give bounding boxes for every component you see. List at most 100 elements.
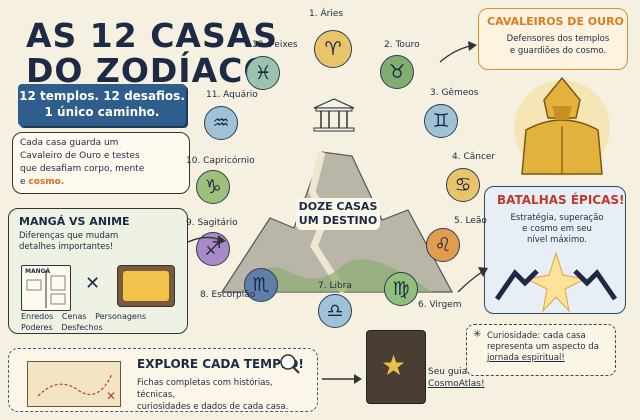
batalhas-body-1: Estratégia, superação <box>510 213 604 223</box>
intro-highlight: cosmo. <box>28 177 65 187</box>
house-label-aries: 1. Áries <box>309 9 344 19</box>
house-label-scorpio: 8. Escorpião <box>200 290 256 300</box>
house-label-capricorn: 10. Capricórnio <box>186 156 255 166</box>
tag-item: Poderes <box>21 323 53 332</box>
house-libra[interactable]: ♎ <box>318 294 352 328</box>
curiosidade-line-3: jornada espiritual! <box>487 353 565 363</box>
house-label-aquarius: 11. Aquário <box>206 90 258 100</box>
tag-item: Enredos <box>21 312 54 321</box>
pisces-icon: ♓ <box>254 62 272 84</box>
map-illustration: ✕ <box>27 361 121 407</box>
house-label-pisces: 12. Peixes <box>252 40 298 50</box>
house-label-cancer: 4. Câncer <box>452 152 496 162</box>
book-pages-icon <box>26 270 66 308</box>
page-title: As 12 casas do Zodíaco <box>26 18 278 88</box>
cancer-icon: ♋ <box>454 174 472 196</box>
libra-icon: ♎ <box>326 300 344 322</box>
house-taurus[interactable]: ♉ <box>380 55 414 89</box>
subtitle-ribbon: 12 templos. 12 desafios. 1 único caminho… <box>18 84 186 126</box>
house-label-virgo: 6. Virgem <box>418 300 462 310</box>
taurus-icon: ♉ <box>388 61 406 83</box>
aries-icon: ♈ <box>324 38 342 60</box>
center-caption: Doze casas um destino <box>296 198 380 230</box>
explore-panel[interactable]: ✕ Explore cada templo! Fichas completas … <box>8 348 318 412</box>
house-pisces[interactable]: ♓ <box>246 56 280 90</box>
manga-book-illustration: MANGÁ <box>21 265 71 311</box>
intro-box: Cada casa guarda um Cavaleiro de Ouro e … <box>12 132 190 194</box>
intro-line-4: e cosmo. <box>20 176 182 189</box>
svg-text:✕: ✕ <box>106 389 116 403</box>
manga-anime-title: Mangá vs Anime <box>19 215 130 228</box>
aquarius-icon: ♒ <box>212 112 230 134</box>
house-aquarius[interactable]: ♒ <box>204 106 238 140</box>
manga-book-label: MANGÁ <box>25 268 51 275</box>
arrow-to-batalhas-icon <box>457 267 488 293</box>
house-label-taurus: 2. Touro <box>384 40 420 50</box>
explore-body: Fichas completas com histórias, técnicas… <box>137 377 307 413</box>
intro-line-2: Cavaleiro de Ouro e testes <box>20 151 140 161</box>
capricorn-icon: ♑ <box>204 176 222 198</box>
intro-line-4-text: e <box>20 177 26 187</box>
house-virgo[interactable]: ♍ <box>384 272 418 306</box>
center-line-1: Doze casas <box>298 200 378 213</box>
star-icon: ★ <box>381 349 407 382</box>
arrow-to-cavaleiros-icon <box>439 41 477 63</box>
summit-temple-icon <box>313 98 355 132</box>
batalhas-body: Estratégia, superação e cosmo em seu nív… <box>495 213 619 246</box>
cosmoatlas-book[interactable]: ★ <box>366 330 426 404</box>
battle-clash-illustration <box>494 251 618 313</box>
tag-item: Personagens <box>95 312 147 321</box>
intro-line-1: Cada casa guarda um <box>20 138 119 148</box>
curiosidade-line-1: Curiosidade: cada casa <box>487 331 586 341</box>
guide-line-2: CosmoAtlas! <box>428 379 485 389</box>
batalhas-body-3: nível máximo. <box>527 235 587 245</box>
cavaleiros-body: Defensores dos templos e guardiões do co… <box>497 33 619 57</box>
manga-anime-tags: Enredos Cenas Personagens Poderes Desfec… <box>21 311 181 333</box>
arrow-to-sagittarius-icon <box>187 235 226 245</box>
cavaleiros-body-2: e guardiões do cosmo. <box>509 46 607 56</box>
curiosidade-box: ✳ Curiosidade: cada casa representa um a… <box>466 324 616 376</box>
cavaleiros-heading: Cavaleiros de Ouro <box>487 15 624 28</box>
tv-screen <box>123 271 169 301</box>
versus-x-icon: ✕ <box>85 273 101 294</box>
manga-anime-subtitle: Diferenças que mudam detalhes importante… <box>19 231 129 253</box>
treasure-map-icon: ✕ <box>37 373 116 403</box>
cavaleiros-body-1: Defensores dos templos <box>506 34 610 44</box>
manga-anime-sub-1: Diferenças que mudam <box>19 231 119 241</box>
explore-heading: Explore cada templo! <box>137 357 304 371</box>
gold-knight-illustration <box>514 76 610 176</box>
title-line-2: do Zodíaco <box>26 51 273 90</box>
house-label-libra: 7. Libra <box>318 281 352 291</box>
house-aries[interactable]: ♈ <box>314 30 352 68</box>
virgo-icon: ♍ <box>392 278 410 300</box>
house-scorpio[interactable]: ♏ <box>244 268 278 302</box>
guide-line-1: Seu guia no <box>428 367 482 377</box>
house-leo[interactable]: ♌ <box>426 228 460 262</box>
curiosidade-text: Curiosidade: cada casa representa um asp… <box>487 331 611 364</box>
house-cancer[interactable]: ♋ <box>446 168 480 202</box>
ribbon-line-2: 1 único caminho. <box>44 105 160 119</box>
sparkle-icon: ✳ <box>473 329 482 340</box>
batalhas-panel: Batalhas épicas! Estratégia, superação e… <box>484 186 626 314</box>
anime-tv-illustration <box>117 265 175 307</box>
magnifier-icon <box>280 354 300 374</box>
tag-item: Desfechos <box>61 323 103 332</box>
intro-line-3: que desafiam corpo, mente <box>20 164 145 174</box>
house-capricorn[interactable]: ♑ <box>196 170 230 204</box>
curiosidade-line-2: representa um aspecto da <box>487 342 599 352</box>
batalhas-body-2: e cosmo em seu <box>522 224 592 234</box>
house-gemini[interactable]: ♊ <box>424 104 458 138</box>
title-line-1: As 12 casas <box>26 16 279 55</box>
cavaleiros-box: Cavaleiros de Ouro Defensores dos templo… <box>478 8 628 70</box>
guide-caption: Seu guia no CosmoAtlas! <box>428 366 485 390</box>
batalhas-heading: Batalhas épicas! <box>497 193 625 207</box>
gemini-icon: ♊ <box>432 110 450 132</box>
manga-anime-panel: Mangá vs Anime Diferenças que mudam deta… <box>8 208 188 334</box>
explore-body-1: Fichas completas com histórias, técnicas… <box>137 378 273 400</box>
arrow-to-atlas-icon <box>322 374 362 384</box>
leo-icon: ♌ <box>434 234 452 256</box>
scorpio-icon: ♏ <box>252 274 270 296</box>
house-label-sagittarius: 9. Sagitário <box>186 218 238 228</box>
house-label-leo: 5. Leão <box>454 216 487 226</box>
